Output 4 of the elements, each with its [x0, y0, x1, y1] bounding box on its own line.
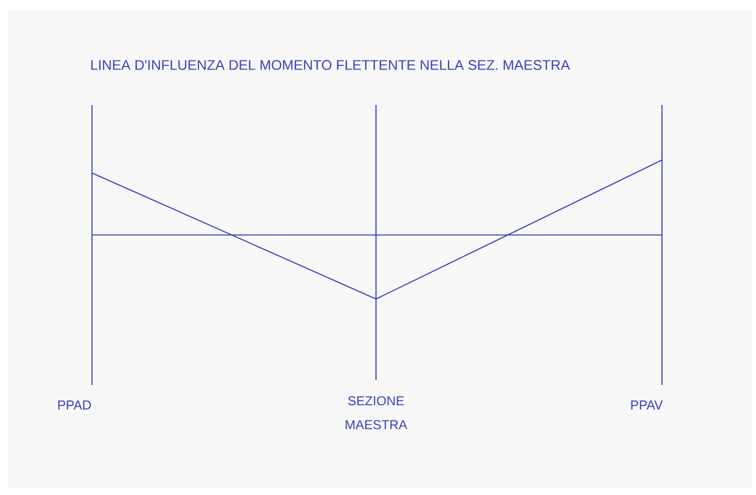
axis-label: PPAV [631, 400, 663, 410]
axis-label: SEZIONE MAESTRA [346, 396, 408, 430]
axis-label: PPAD [58, 400, 91, 410]
title: LINEA D'INFLUENZA DEL MOMENTO FLETTENTE NELLA SEZ. MAESTRA [91, 60, 570, 70]
